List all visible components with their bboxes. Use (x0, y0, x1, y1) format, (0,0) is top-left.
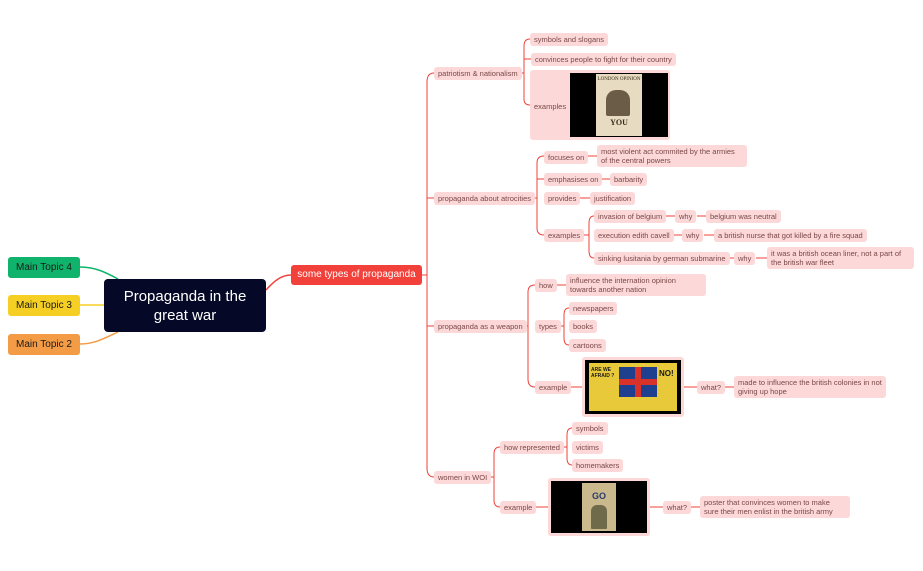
poster-title: LONDON OPINION (597, 77, 641, 82)
node-what-weapon[interactable]: what? (697, 381, 726, 394)
node-why-3[interactable]: why (734, 252, 756, 265)
node-how-text[interactable]: influence the internation opinion toward… (566, 274, 706, 296)
node-example-weapon[interactable]: example (535, 381, 572, 394)
poster-paper: LONDON OPINION YOU (596, 74, 642, 136)
node-provides[interactable]: provides (544, 192, 581, 205)
node-types[interactable]: types (535, 320, 561, 333)
branch-women[interactable]: women in WOI (434, 471, 492, 484)
node-why-1[interactable]: why (675, 210, 697, 223)
node-focuses-text[interactable]: most violent act commited by the armies … (597, 145, 747, 167)
node-edith-cavell[interactable]: execution edith cavell (594, 229, 674, 242)
node-how-represented[interactable]: how represented (500, 441, 564, 454)
node-barbarity[interactable]: barbarity (610, 173, 648, 186)
branch-atrocities[interactable]: propaganda about atrocities (434, 192, 535, 205)
node-example-women[interactable]: example (500, 501, 537, 514)
node-what-women-text[interactable]: poster that convinces women to make sure… (700, 496, 850, 518)
examples-label: examples (534, 102, 567, 111)
node-ocean-liner[interactable]: it was a british ocean liner, not a part… (767, 247, 914, 269)
women-figures (591, 505, 607, 529)
poster-no-text: NO! (659, 369, 674, 378)
poster-image-go[interactable]: GO (548, 478, 650, 536)
node-invasion-belgium[interactable]: invasion of belgium (594, 210, 667, 223)
central-topic-label: Propaganda in the great war (123, 287, 247, 324)
node-lusitania[interactable]: sinking lusitania by german submarine (594, 252, 730, 265)
node-what-weapon-text[interactable]: made to influence the british colonies i… (734, 376, 886, 398)
branch-weapon[interactable]: propaganda as a weapon (434, 320, 527, 333)
main-topic[interactable]: some types of propaganda (291, 265, 422, 285)
node-justification[interactable]: justification (590, 192, 636, 205)
node-symbols[interactable]: symbols (572, 422, 608, 435)
side-topic-4[interactable]: Main Topic 4 (8, 257, 80, 278)
poster-paper-go: GO (582, 483, 616, 531)
node-newspapers[interactable]: newspapers (569, 302, 618, 315)
node-how[interactable]: how (535, 279, 557, 292)
node-symbols-slogans[interactable]: symbols and slogans (530, 33, 609, 46)
poster-frame: ARE WE AFRAID ? NO! (585, 360, 681, 414)
side-topic-2[interactable]: Main Topic 2 (8, 334, 80, 355)
node-examples-patriotism[interactable]: examples LONDON OPINION YOU (530, 70, 670, 140)
soldier-figure (606, 90, 630, 116)
poster-frame-go: GO (551, 481, 647, 533)
node-examples-atrocities[interactable]: examples (544, 229, 585, 242)
node-focuses-on[interactable]: focuses on (544, 151, 589, 164)
node-why-2[interactable]: why (682, 229, 704, 242)
union-flag (619, 367, 657, 397)
node-homemakers[interactable]: homemakers (572, 459, 624, 472)
poster-title-text: ARE WE AFRAID ? (591, 367, 615, 379)
node-convinces[interactable]: convinces people to fight for their coun… (531, 53, 676, 66)
node-belgium-neutral[interactable]: belgium was neutral (706, 210, 781, 223)
node-cartoons[interactable]: cartoons (569, 339, 606, 352)
central-topic[interactable]: Propaganda in the great war (104, 279, 266, 332)
branch-patriotism[interactable]: patriotism & nationalism (434, 67, 522, 80)
poster-background: ARE WE AFRAID ? NO! (589, 363, 677, 411)
poster-image-are-we-afraid[interactable]: ARE WE AFRAID ? NO! (582, 357, 684, 417)
node-books[interactable]: books (569, 320, 598, 333)
poster-go-text: GO (591, 491, 606, 501)
flag-cross-h (619, 379, 657, 385)
side-topic-3[interactable]: Main Topic 3 (8, 295, 80, 316)
node-victims[interactable]: victims (572, 441, 603, 454)
poster-word: YOU (610, 118, 628, 127)
poster-image-london-opinion: LONDON OPINION YOU (570, 73, 668, 137)
node-emphasises-on[interactable]: emphasises on (544, 173, 603, 186)
node-british-nurse[interactable]: a british nurse that got killed by a fir… (714, 229, 867, 242)
node-what-women[interactable]: what? (663, 501, 692, 514)
